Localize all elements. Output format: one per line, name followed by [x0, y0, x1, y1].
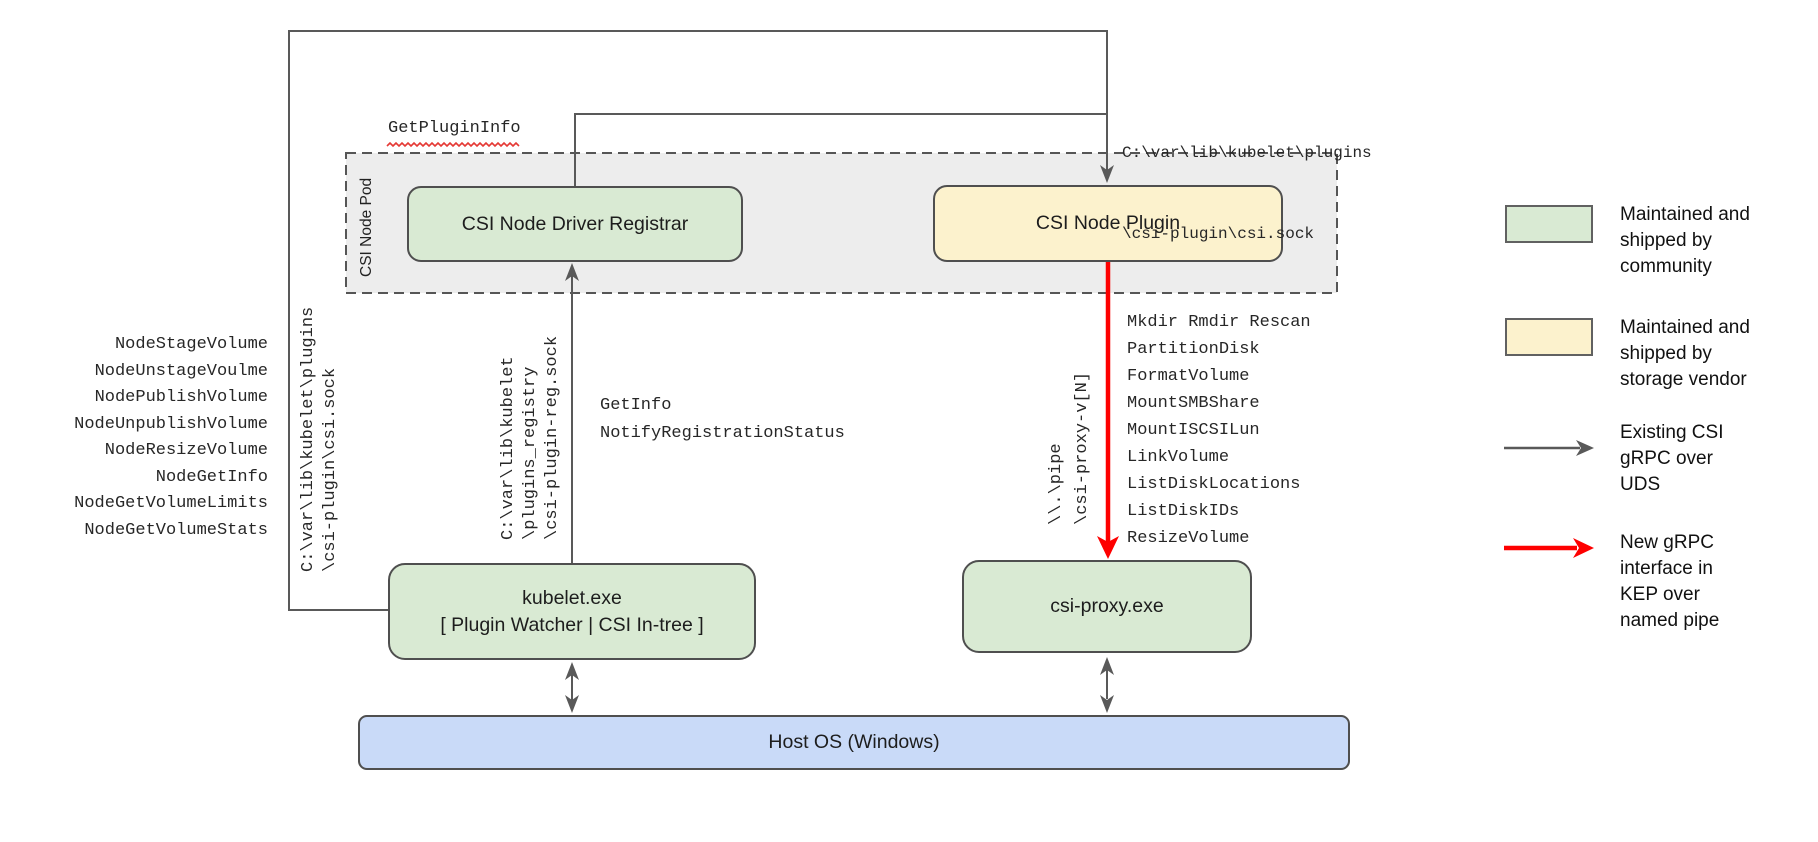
uds-arrow-kubelet-to-plugin — [288, 30, 1108, 611]
registration-sock-vertical-label: C:\var\lib\kubelet \plugins_registry \cs… — [498, 336, 564, 540]
kubelet-sock-line1: C:\var\lib\kubelet\plugins — [299, 306, 318, 572]
legend-line: UDS — [1620, 474, 1661, 495]
node-method: NodeStageVolume — [114, 335, 268, 354]
proxy-method: Mkdir Rmdir Rescan — [1127, 313, 1311, 332]
node-method: NodeGetVolumeLimits — [74, 494, 268, 513]
registration-calls-list: GetInfo NotifyRegistrationStatus — [600, 392, 845, 448]
csi-proxy-label: csi-proxy.exe — [1050, 595, 1164, 617]
kubelet-sock-vertical-label: C:\var\lib\kubelet\plugins \csi-plugin\c… — [298, 307, 342, 572]
kubelet-box: kubelet.exe [ Plugin Watcher | CSI In-tr… — [388, 563, 756, 660]
legend-arrow-uds — [1504, 440, 1594, 456]
node-method: NodeGetVolumeStats — [84, 520, 268, 540]
legend-line: shipped by — [1620, 343, 1712, 364]
legend-text-community: Maintained and shipped by community — [1620, 202, 1750, 280]
legend-swatch-community — [1505, 205, 1593, 243]
csi-node-pod-label: CSI Node Pod — [358, 177, 375, 277]
named-pipe-line1: \\.\pipe — [1047, 443, 1066, 525]
legend-arrow-named-pipe — [1504, 538, 1594, 558]
legend-line: community — [1620, 256, 1712, 277]
kubelet-sock-line2: \csi-plugin\csi.sock — [321, 367, 340, 572]
node-methods-list: NodeStageVolume NodeUnstageVoulme NodePu… — [40, 332, 268, 544]
legend-line: New gRPC — [1620, 532, 1714, 553]
named-pipe-line2: \csi-proxy-v[N] — [1073, 371, 1092, 525]
registration-sock-line2: \plugins_registry — [521, 366, 540, 540]
host-os-label: Host OS (Windows) — [768, 731, 940, 753]
legend-line: Maintained and — [1620, 204, 1750, 225]
proxy-method: LinkVolume — [1127, 448, 1230, 467]
proxy-method: ResizeVolume — [1127, 529, 1250, 548]
csi-proxy-box: csi-proxy.exe — [962, 560, 1252, 653]
host-os-box: Host OS (Windows) — [358, 715, 1350, 770]
proxy-method: MountISCSILun — [1127, 421, 1260, 440]
node-method: NodeResizeVolume — [104, 441, 268, 460]
kubelet-label-line2: [ Plugin Watcher | CSI In-tree ] — [440, 613, 704, 636]
registration-call: NotifyRegistrationStatus — [600, 424, 845, 443]
legend-line: KEP over — [1620, 584, 1700, 605]
registration-sock-line3: \csi-plugin-reg.sock — [543, 335, 562, 540]
legend-line: Maintained and — [1620, 317, 1750, 338]
kubelet-label-line1: kubelet.exe — [522, 586, 622, 609]
csi-node-driver-registrar-box: CSI Node Driver Registrar — [407, 186, 743, 262]
plugin-label: CSI Node Plugin — [1035, 212, 1181, 234]
legend-swatch-storage-vendor — [1505, 318, 1593, 356]
legend-line: storage vendor — [1620, 369, 1747, 390]
proxy-method: FormatVolume — [1127, 367, 1250, 386]
legend-line: named pipe — [1620, 610, 1720, 631]
node-method: NodeGetInfo — [155, 467, 268, 487]
arrowhead-into-proxy — [1097, 536, 1119, 559]
legend-line: Existing CSI — [1620, 422, 1724, 443]
arrowhead-into-registrar — [565, 263, 579, 281]
legend-text-new-grpc: New gRPC interface in KEP over named pip… — [1620, 530, 1719, 634]
spellcheck-squiggle — [386, 141, 520, 148]
csi-sock-path-label: C:\var\lib\kubelet\plugins \csi-plugin\c… — [1122, 86, 1372, 302]
registration-sock-line1: C:\var\lib\kubelet — [499, 356, 518, 540]
csi-sock-path-line1: C:\var\lib\kubelet\plugins — [1122, 144, 1372, 162]
csi-node-plugin-box: CSI Node Plugin — [933, 185, 1283, 262]
named-pipe-vertical-label: \\.\pipe \csi-proxy-v[N] — [1044, 372, 1096, 525]
proxy-method: ListDiskIDs — [1127, 502, 1240, 521]
legend-line: shipped by — [1620, 230, 1712, 251]
node-method: NodePublishVolume — [94, 388, 268, 407]
legend-text-storage-vendor: Maintained and shipped by storage vendor — [1620, 315, 1750, 393]
legend-text-existing-csi: Existing CSI gRPC over UDS — [1620, 420, 1723, 498]
double-arrow-kubelet-host — [565, 662, 579, 713]
proxy-method: ListDiskLocations — [1127, 475, 1301, 494]
proxy-method: PartitionDisk — [1127, 340, 1260, 359]
get-plugin-info-label: GetPluginInfo — [388, 119, 521, 138]
legend-line: gRPC over — [1620, 448, 1713, 469]
proxy-method: MountSMBShare — [1127, 394, 1260, 413]
uds-line-registrar-to-plugin — [574, 113, 1107, 186]
proxy-methods-list: Mkdir Rmdir Rescan PartitionDisk FormatV… — [1127, 309, 1311, 552]
arrowhead-into-plugin — [1100, 165, 1114, 183]
csi-sock-path-line2: \csi-plugin\csi.sock — [1122, 225, 1315, 243]
node-method: NodeUnstageVoulme — [94, 361, 268, 381]
legend-line: interface in — [1620, 558, 1713, 579]
node-method: NodeUnpublishVolume — [74, 414, 268, 434]
registrar-label: CSI Node Driver Registrar — [461, 212, 689, 235]
double-arrow-proxy-host — [1100, 657, 1114, 713]
registration-call: GetInfo — [600, 396, 672, 415]
